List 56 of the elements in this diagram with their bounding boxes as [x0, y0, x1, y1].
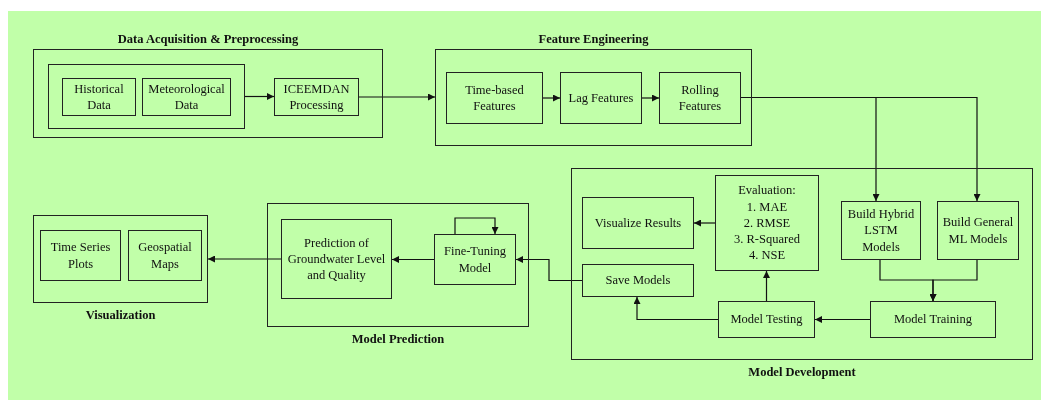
arrow: [542, 94, 561, 102]
process-box: [582, 197, 694, 249]
box-label: Save Models: [604, 272, 672, 289]
box-label: Build Hybrid LSTM Models: [846, 206, 916, 255]
arrow: [358, 93, 436, 101]
process-box: [40, 230, 121, 281]
process-box: [582, 264, 694, 297]
process-box: [274, 78, 359, 116]
box-label: Meteorological Data: [147, 80, 226, 114]
process-box: [281, 219, 392, 299]
group-title: Data Acquisition & Preprocessing: [116, 31, 300, 48]
group-box: [48, 64, 245, 129]
list-item: 2. RMSE: [742, 214, 792, 232]
list-item: 3. R-Squared: [733, 231, 801, 248]
box-label: Historical Data: [73, 80, 125, 114]
arrow: [693, 219, 716, 227]
arrow: [740, 96, 981, 202]
process-box: [62, 78, 136, 116]
process-box: [659, 72, 741, 124]
process-box: [446, 72, 543, 124]
box-label: Fine-Tuning Model: [442, 243, 508, 276]
list-item: 1. MAE: [745, 198, 789, 215]
arrow: [391, 256, 435, 263]
process-box: [560, 72, 642, 124]
arrow: [641, 94, 660, 102]
arrow: [929, 259, 978, 302]
box-heading: Evaluation:: [737, 182, 797, 199]
box-label: Prediction of Groundwater Level and Quality: [286, 234, 387, 284]
arrow: [454, 217, 499, 235]
box-label: Visualize Results: [593, 214, 683, 232]
arrow: [244, 93, 275, 100]
box-label: ICEEMDAN Processing: [282, 80, 351, 114]
group-title: Model Development: [747, 363, 857, 380]
box-label: Model Training: [892, 311, 974, 328]
box-label: Geospatial Maps: [137, 239, 193, 272]
process-box: [128, 230, 202, 281]
process-box: [937, 201, 1019, 260]
list-item: 4. NSE: [747, 247, 787, 264]
process-box: [434, 234, 516, 285]
group-title: Visualization: [84, 306, 157, 323]
group-title: Feature Engineering: [537, 31, 650, 48]
group-title: Model Prediction: [350, 330, 446, 347]
process-box: [718, 301, 815, 338]
arrow: [515, 256, 583, 282]
box-label: Lag Features: [567, 89, 635, 107]
box-label: Rolling Features: [677, 81, 723, 115]
process-box: [715, 175, 819, 271]
arrow: [763, 270, 770, 302]
arrow: [207, 255, 282, 263]
box-label: Model Testing: [729, 311, 804, 328]
arrow: [814, 316, 871, 323]
box-label: Time Series Plots: [49, 239, 112, 272]
box-label: Build General ML Models: [941, 214, 1015, 247]
box-label: Time-based Features: [464, 81, 525, 115]
arrow: [633, 296, 719, 321]
process-box: [870, 301, 996, 338]
